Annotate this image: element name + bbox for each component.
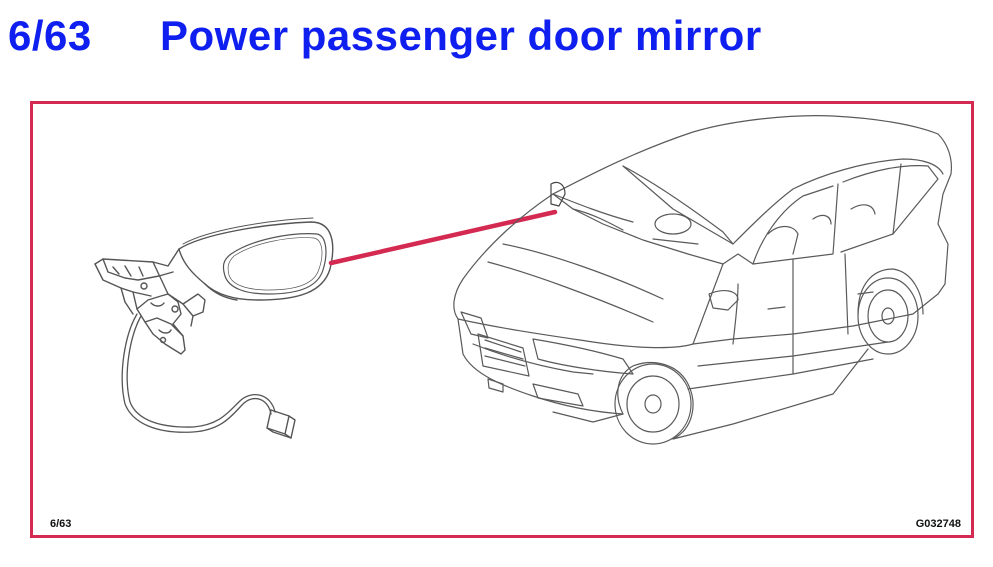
door-mirror-icon <box>94 217 334 439</box>
pointer-line <box>328 209 558 266</box>
page-title: Power passenger door mirror <box>160 12 762 59</box>
section-number: 6/63 <box>8 12 92 59</box>
figure-code: G032748 <box>916 518 961 530</box>
page-reference: 6/63 <box>50 518 71 530</box>
sedan-car-icon <box>453 115 953 445</box>
illustration-canvas: 6/63 G032748 <box>50 115 961 530</box>
illustration-frame: 6/63 G032748 <box>30 101 974 538</box>
